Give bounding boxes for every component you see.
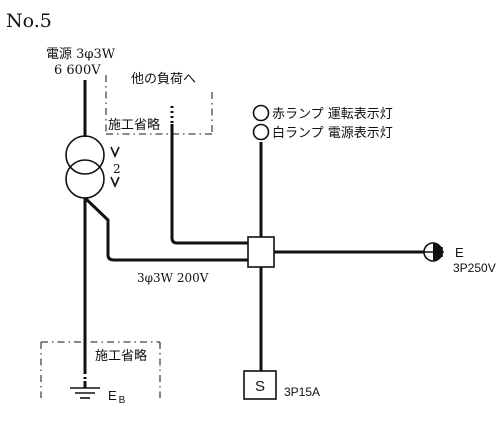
ratio-chevron-bottom <box>110 176 120 188</box>
omitted-area-lower <box>40 341 161 398</box>
transformer-ratio-mark: 2 <box>110 146 121 188</box>
red-lamp-icon <box>252 104 270 122</box>
source-label-line2: 6 600V <box>54 63 101 78</box>
transformer-primary-coil <box>65 135 105 175</box>
outlet-label: E <box>455 245 464 260</box>
ground-symbol <box>70 381 100 399</box>
switch-symbol: S <box>255 378 265 395</box>
transformer-secondary-coil <box>65 159 105 199</box>
transformer-ratio: 2 <box>113 162 121 176</box>
transformer-symbol <box>65 135 105 199</box>
secondary-supply-label: 3φ3W 200V <box>137 271 209 285</box>
outlet-rating: 3P250V <box>453 261 496 275</box>
white-lamp-icon <box>252 123 270 141</box>
outlet-symbol <box>423 242 444 262</box>
ratio-chevron-top <box>110 146 120 158</box>
switch-rating: 3P15A <box>284 385 320 399</box>
switch-box <box>243 370 277 400</box>
other-load-line <box>170 124 248 245</box>
junction-box <box>247 236 275 268</box>
white-lamp-label: 白ランプ 電源表示灯 <box>272 125 393 141</box>
source-label-line1: 電源 3φ3W <box>46 47 116 62</box>
omitted-area-upper <box>105 75 213 135</box>
problem-number: No.5 <box>6 10 52 32</box>
secondary-line <box>83 196 248 262</box>
ground-label-subscript: B <box>119 395 126 406</box>
omitted-lower-label: 施工省略 <box>95 348 147 364</box>
red-lamp-label: 赤ランプ 運転表示灯 <box>272 107 393 122</box>
other-load-label: 他の負荷へ <box>131 72 196 87</box>
ground-label-main: E <box>108 388 117 403</box>
omitted-upper-label: 施工省略 <box>108 117 160 133</box>
